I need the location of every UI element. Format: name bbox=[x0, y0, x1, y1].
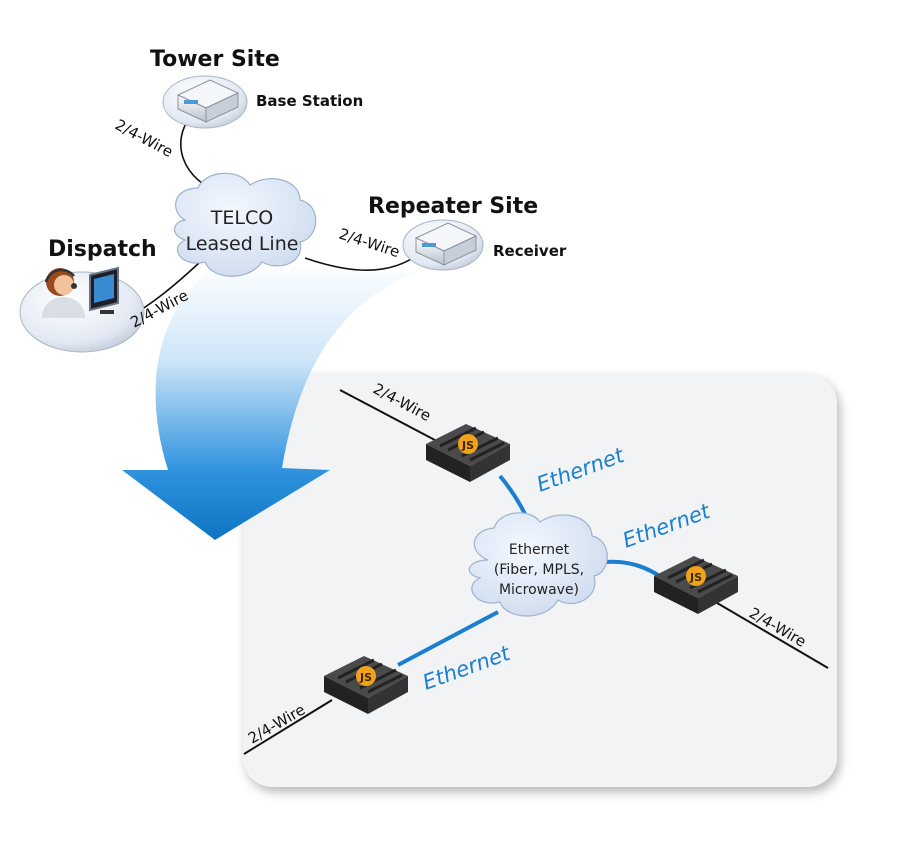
receiver-label: Receiver bbox=[493, 242, 567, 260]
transition-arrow bbox=[122, 262, 418, 540]
telco-cloud-line1: TELCO bbox=[210, 207, 273, 229]
repeater-site-title: Repeater Site bbox=[368, 194, 538, 219]
repeater-wire-label: 2/4-Wire bbox=[337, 225, 402, 261]
js-badge-right: JS bbox=[689, 571, 702, 584]
tower-wire-label: 2/4-Wire bbox=[112, 116, 176, 161]
bottom-wire-line bbox=[243, 699, 333, 755]
ethernet-cloud-line2: (Fiber, MPLS, bbox=[494, 562, 584, 578]
telco-cloud bbox=[173, 172, 317, 277]
repeater-wire bbox=[304, 257, 414, 271]
receiver-icon bbox=[414, 222, 478, 266]
dispatcher-icon bbox=[42, 266, 119, 318]
dispatch-title: Dispatch bbox=[48, 237, 157, 262]
js-badge-bottom: JS bbox=[359, 671, 372, 684]
right-wire-line bbox=[711, 599, 829, 669]
top-wire-line bbox=[339, 389, 451, 449]
telco-cloud-line2: Leased Line bbox=[186, 233, 299, 255]
base-station-icon bbox=[176, 79, 240, 123]
base-station-label: Base Station bbox=[256, 92, 363, 110]
js-badge-top: JS bbox=[461, 439, 474, 452]
ethernet-cloud-line3: Microwave) bbox=[499, 582, 579, 598]
bottom-ethernet-link bbox=[397, 610, 499, 667]
ethernet-cloud bbox=[468, 512, 608, 617]
ethernet-cloud-line1: Ethernet bbox=[509, 542, 570, 558]
tower-site-title: Tower Site bbox=[150, 47, 280, 72]
